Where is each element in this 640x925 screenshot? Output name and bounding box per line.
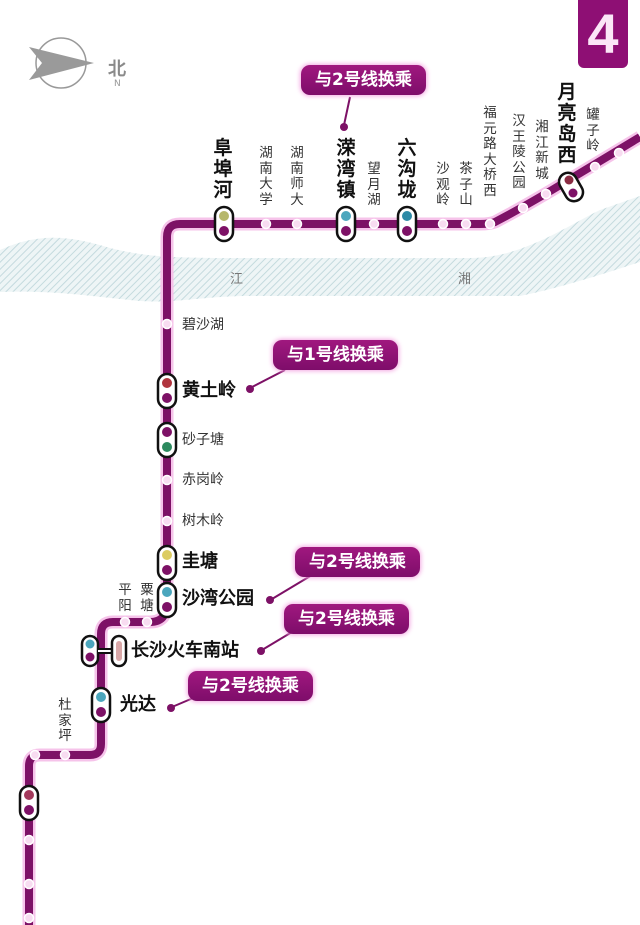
station-label[interactable]: 沙湾公园 xyxy=(182,588,254,609)
station-label[interactable]: 碧沙湖 xyxy=(182,317,224,333)
station-label[interactable]: 溁湾镇 xyxy=(336,137,356,201)
station-label[interactable]: 福元路大桥西 xyxy=(483,105,497,199)
compass-label: 北 xyxy=(108,59,126,80)
station-label[interactable]: 湘江新城 xyxy=(535,119,549,182)
xiang-river xyxy=(0,196,640,302)
station-label[interactable]: 黄土岭 xyxy=(182,380,236,401)
station-label[interactable]: 树木岭 xyxy=(182,513,224,529)
north-arrow-icon xyxy=(29,37,94,89)
river-label: 江 xyxy=(230,272,244,287)
station-label[interactable]: 望月湖 xyxy=(367,161,381,208)
river-label: 湘 xyxy=(458,272,472,287)
station-label[interactable]: 汉王陵公园 xyxy=(512,113,526,191)
station-label[interactable]: 杜家坪 xyxy=(58,697,72,744)
compass-sub-label: N xyxy=(114,79,121,89)
station-label[interactable]: 湖南师大 xyxy=(290,145,304,208)
station-label[interactable]: 长沙火车南站 xyxy=(131,640,239,661)
transfer-callout: 与2号线换乘 xyxy=(188,671,313,701)
station-label[interactable]: 砂子塘 xyxy=(182,432,224,448)
station-label[interactable]: 平阳 xyxy=(118,582,132,614)
station-label[interactable]: 湖南大学 xyxy=(259,145,273,208)
transfer-station-markers xyxy=(18,171,585,822)
station-label[interactable]: 赤岗岭 xyxy=(182,472,224,488)
line-number-badge: 4 xyxy=(578,0,628,68)
station-label[interactable]: 光达 xyxy=(120,694,156,715)
callout-dots xyxy=(167,123,348,712)
station-label[interactable]: 圭塘 xyxy=(182,551,218,572)
transfer-callout: 与2号线换乘 xyxy=(284,604,409,634)
station-label[interactable]: 沙观岭 xyxy=(436,161,450,208)
station-label[interactable]: 阜埠河 xyxy=(213,137,233,201)
station-label[interactable]: 粟塘 xyxy=(140,582,154,614)
transfer-callout: 与2号线换乘 xyxy=(295,547,420,577)
regular-station-markers xyxy=(23,147,625,924)
transfer-callout: 与2号线换乘 xyxy=(301,65,426,95)
station-label[interactable]: 罐子岭 xyxy=(586,107,600,154)
station-label[interactable]: 六沟垅 xyxy=(397,137,417,201)
station-label[interactable]: 茶子山 xyxy=(459,161,473,208)
station-label[interactable]: 月亮岛西 xyxy=(557,81,577,166)
transfer-callout: 与1号线换乘 xyxy=(273,340,398,370)
